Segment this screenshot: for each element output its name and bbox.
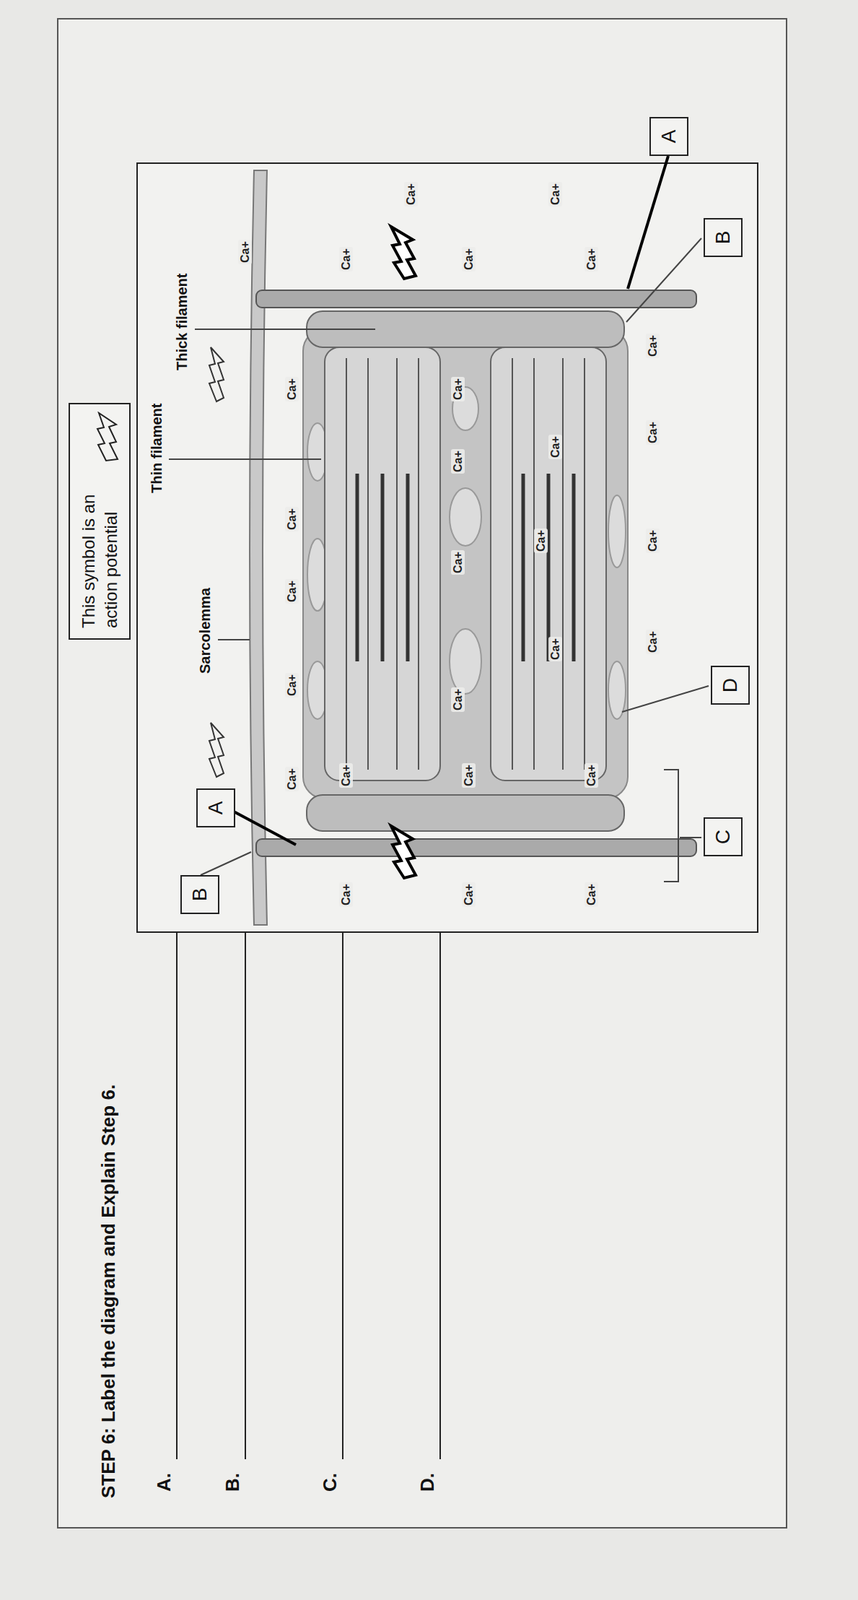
label-letter: C [710, 829, 736, 844]
calcium-ion-label: Ca+ [548, 181, 563, 207]
calcium-ion-label: Ca+ [285, 506, 299, 532]
calcium-ion-label: Ca+ [461, 762, 476, 788]
legend-callout-box: This symbol is an action potential [68, 402, 131, 640]
label-box: A [196, 788, 236, 827]
calcium-ion-label: Ca+ [339, 246, 353, 272]
label-box: C [703, 816, 743, 856]
calcium-ion-label: Ca+ [533, 528, 548, 553]
calcium-ion-label: Ca+ [461, 881, 476, 907]
calcium-ion-label: Ca+ [404, 181, 418, 207]
calcium-ion-label: Ca+ [451, 376, 465, 402]
label-letter: B [187, 887, 213, 902]
calcium-ion-label: Ca+ [451, 686, 465, 712]
answer-letter: C. [318, 1472, 342, 1491]
calcium-ion-label: Ca+ [548, 636, 563, 661]
calcium-ion-label: Ca+ [451, 549, 465, 575]
calcium-ion-label: Ca+ [451, 448, 465, 474]
calcium-ion-label: Ca+ [339, 881, 353, 907]
label-letter: A [656, 129, 682, 144]
answer-letter: B. [221, 1472, 244, 1491]
calcium-ion-label: Ca+ [285, 766, 299, 791]
worksheet-title: STEP 6: Label the diagram and Explain St… [97, 1083, 120, 1498]
label-box: A [649, 116, 689, 156]
label-box: D [710, 665, 750, 705]
label-letter: A [203, 800, 229, 815]
calcium-ion-label: Ca+ [285, 376, 299, 402]
calcium-ion-label: Ca+ [584, 246, 599, 272]
calcium-ion-label: Ca+ [645, 629, 660, 654]
calcium-ion-label: Ca+ [584, 762, 599, 788]
calcium-ion-label: Ca+ [645, 528, 660, 553]
calcium-ion-label: Ca+ [285, 672, 299, 698]
calcium-ion-label: Ca+ [584, 881, 599, 907]
action-potential-symbol [95, 411, 121, 462]
calcium-ion-label: Ca+ [461, 246, 476, 272]
label-letter: D [718, 677, 743, 693]
part-label: Thin filament [147, 401, 166, 496]
label-letter: B [710, 230, 736, 245]
calcium-ion-label: Ca+ [548, 434, 563, 459]
calcium-ion-label: Ca+ [238, 239, 252, 265]
answer-letter: A. [152, 1472, 176, 1491]
calcium-ion-label: Ca+ [645, 419, 660, 445]
part-label: Sarcolemma [196, 585, 214, 676]
calcium-ion-label: Ca+ [645, 333, 660, 358]
label-box: B [703, 217, 743, 257]
calcium-ion-label: Ca+ [285, 578, 299, 604]
label-box: B [180, 874, 220, 914]
answer-letter: D. [416, 1472, 439, 1491]
calcium-ion-label: Ca+ [339, 762, 353, 788]
callout-text: This symbol is an action potential [77, 469, 122, 628]
part-label: Thick filament [173, 271, 191, 373]
